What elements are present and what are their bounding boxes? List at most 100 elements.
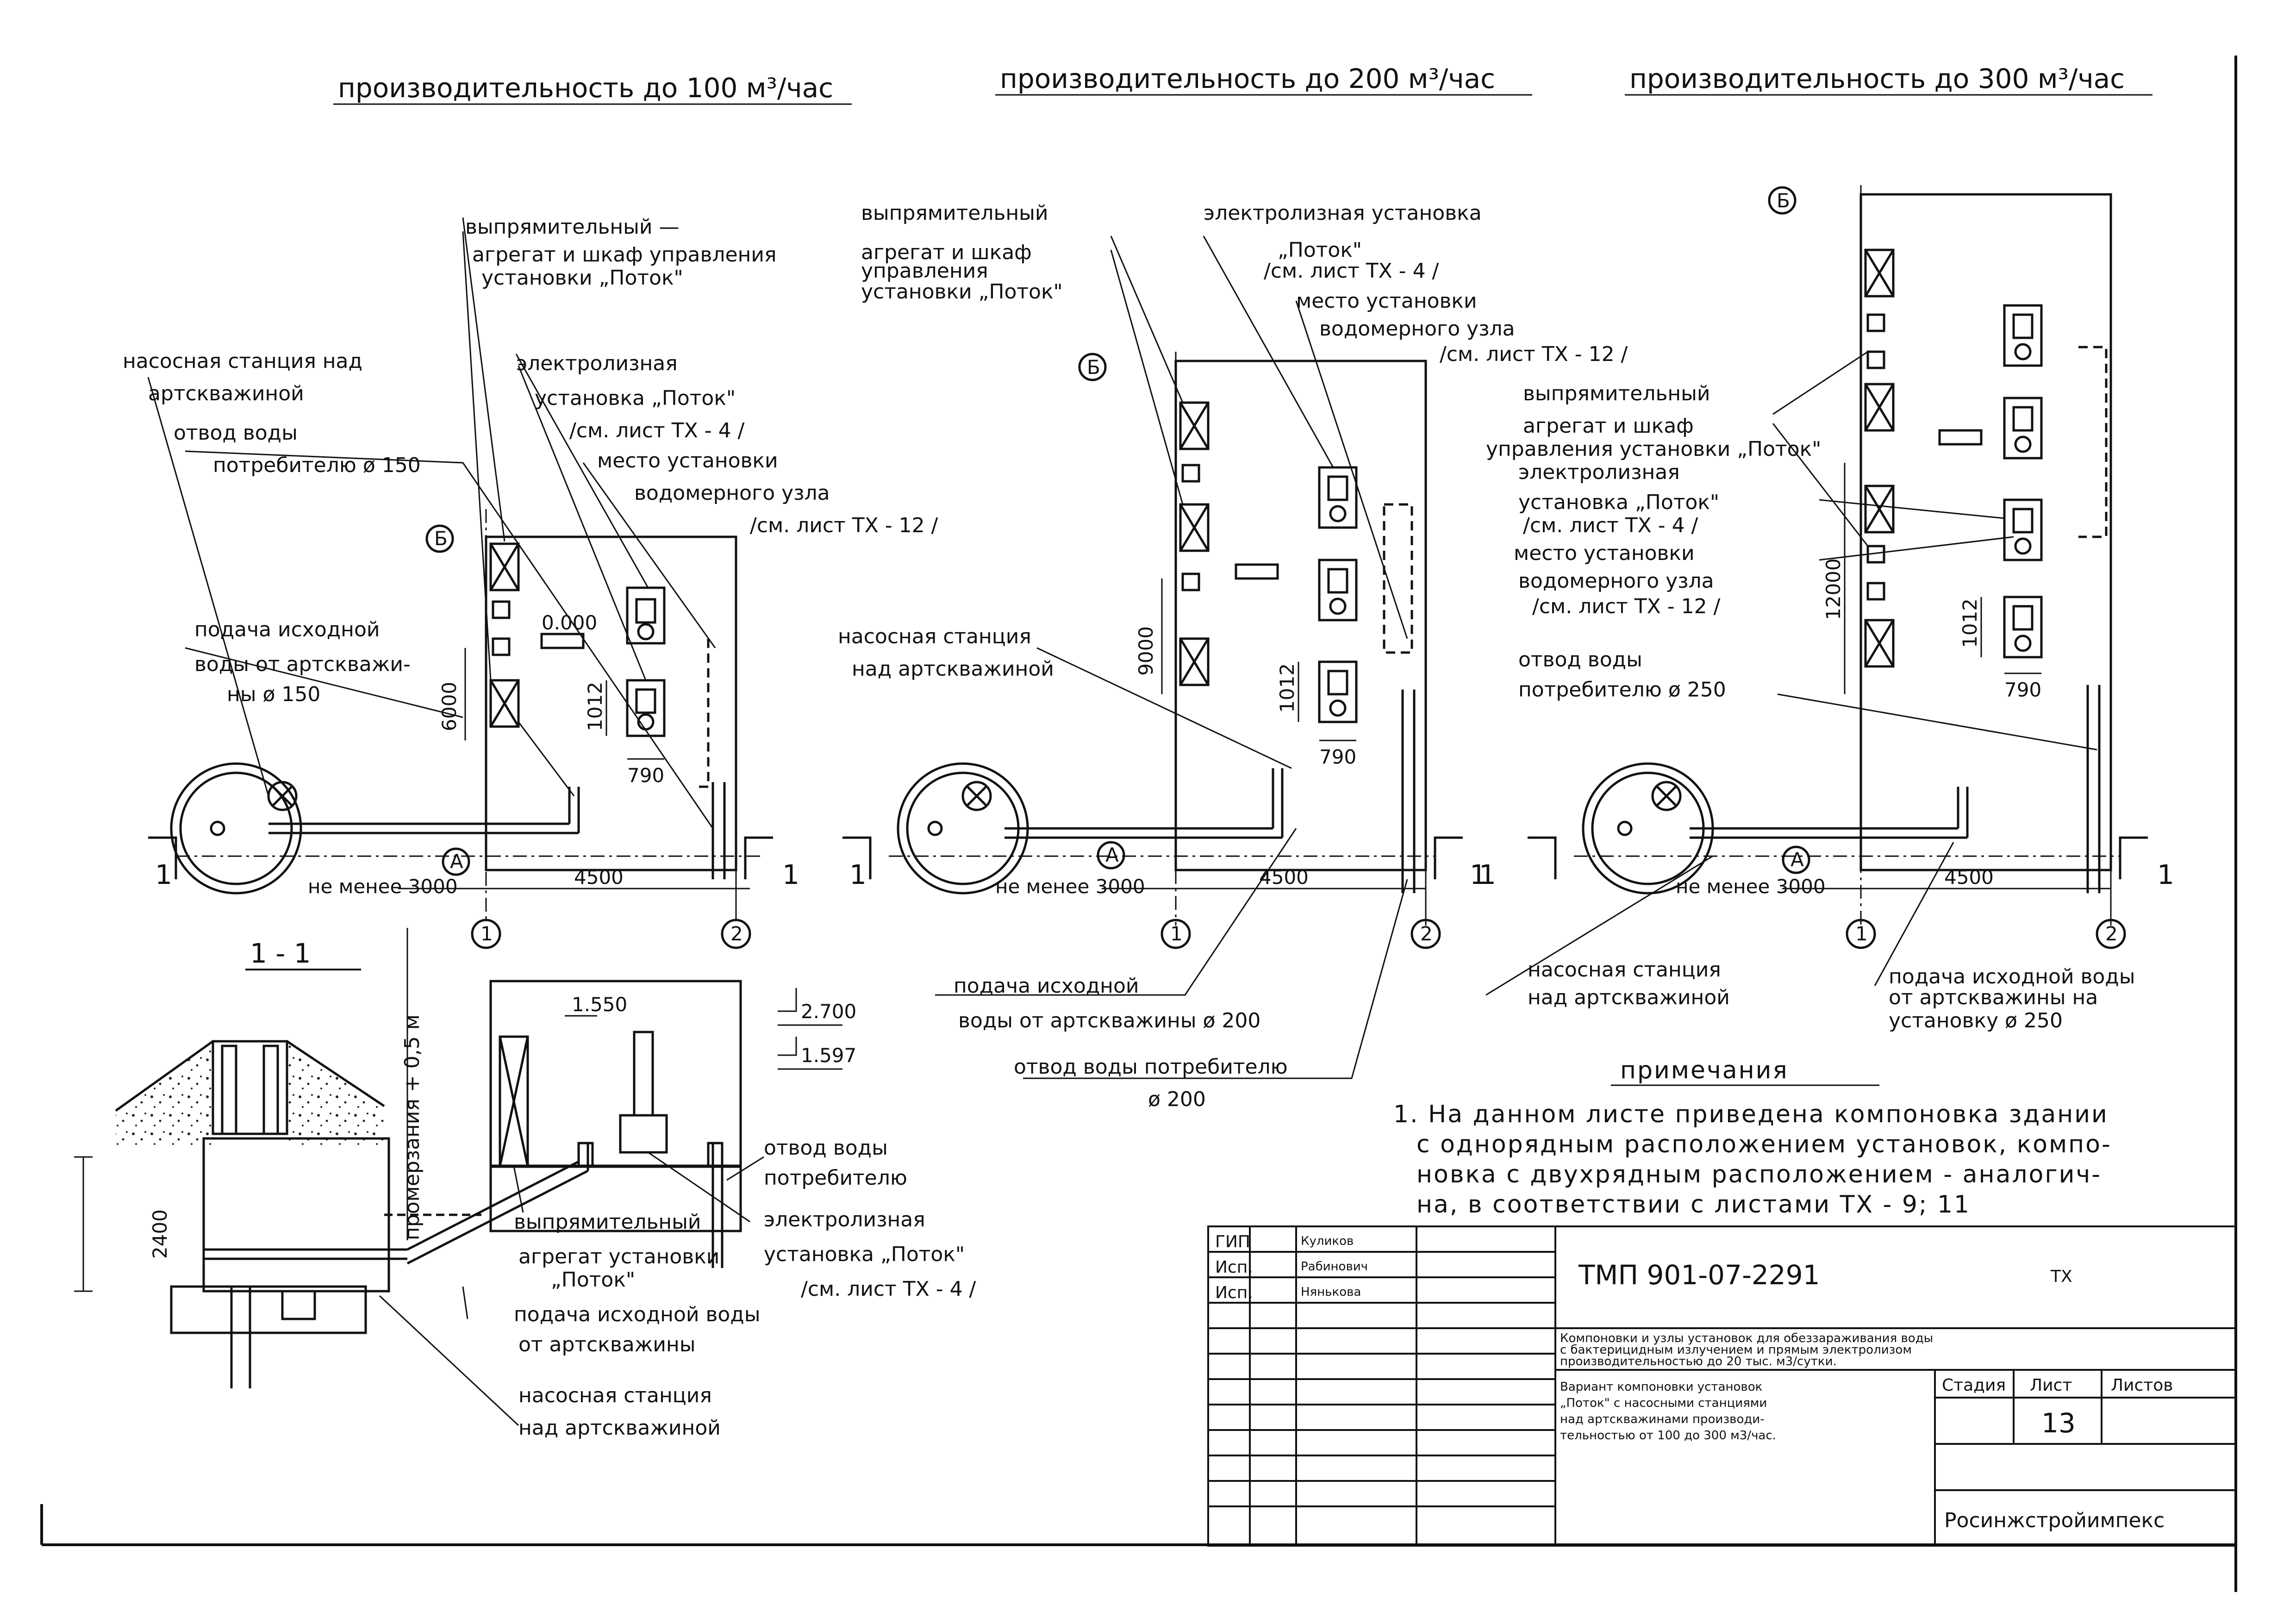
svg-text:12000: 12000 [1822,558,1845,620]
svg-text:насосная станция: насосная станция [838,625,1031,648]
svg-text:1: 1 [480,922,493,945]
label-rectifier: выпрямительный — [465,215,679,239]
svg-text:/см. лист ТХ - 4 /: /см. лист ТХ - 4 / [1264,259,1439,283]
sheet-number: 13 [2041,1407,2076,1439]
svg-text:9000: 9000 [1135,626,1157,676]
building-outline-100 [485,535,737,871]
notes: примечания 1. На данном листе приведена … [1393,1057,2112,1219]
svg-text:Исп.: Исп. [1215,1283,1253,1302]
svg-text:подача исходной: подача исходной [954,974,1139,998]
svg-text:установка „Поток": установка „Поток" [535,386,736,410]
plan-300 [1485,185,2148,996]
equipment-block [540,633,585,649]
svg-text:Б: Б [1777,189,1790,212]
svg-text:не менее 3000: не менее 3000 [995,875,1145,898]
svg-text:1012: 1012 [1276,663,1298,713]
svg-text:управления: управления [861,259,988,283]
svg-text:1. На данном листе приведена к: 1. На данном листе приведена компоновка … [1393,1101,2109,1128]
svg-text:ны ø 150: ны ø 150 [227,683,320,706]
svg-text:Исп.: Исп. [1215,1258,1253,1277]
svg-text:6000: 6000 [438,682,461,731]
svg-text:/см. лист ТХ - 12 /: /см. лист ТХ - 12 / [750,514,938,537]
svg-text:агрегат и шкаф управления: агрегат и шкаф управления [472,243,776,267]
svg-text:электролизная: электролизная [1518,460,1680,484]
svg-text:/см. лист ТХ - 12 /: /см. лист ТХ - 12 / [1532,595,1721,618]
svg-text:с бактерицидным излучением и п: с бактерицидным излучением и прямым элек… [1560,1343,1912,1357]
svg-text:2: 2 [730,922,743,945]
svg-text:над артскважиной: над артскважиной [1528,986,1730,1009]
svg-text:агрегат и шкаф: агрегат и шкаф [861,241,1032,264]
svg-text:от артскважины: от артскважины [518,1333,695,1356]
svg-text:Компоновки и узлы установок дл: Компоновки и узлы установок для обеззара… [1560,1331,1933,1345]
svg-text:Няньковa: Няньковa [1301,1285,1361,1299]
svg-text:установка „Поток": установка „Поток" [1518,491,1719,514]
svg-text:Рабинович: Рабинович [1301,1260,1368,1274]
notes-title: примечания [1620,1057,1789,1084]
svg-text:4500: 4500 [574,866,624,889]
svg-text:А: А [1791,848,1804,871]
svg-text:выпрямительный: выпрямительный [861,201,1048,225]
svg-text:насосная станция: насосная станция [518,1384,712,1407]
svg-text:насосная станция: насосная станция [1528,958,1721,982]
svg-text:Стадия: Стадия [1942,1376,2006,1395]
svg-text:А: А [450,850,463,873]
artesian-well-100 [170,762,302,895]
svg-text:производительностью до 20 тыс.: производительностью до 20 тыс. м3/сутки. [1560,1355,1837,1368]
svg-text:ТХ: ТХ [2050,1267,2072,1286]
electrolysis-unit [626,586,666,645]
svg-text:агрегат установки: агрегат установки [518,1245,719,1269]
svg-text:над артскважиной: над артскважиной [518,1416,721,1440]
svg-text:водомерного узла: водомерного узла [1518,569,1714,593]
svg-text:над артскважинами производи-: над артскважинами производи- [1560,1412,1765,1426]
label-pump-station: насосная станция над [123,349,362,373]
section-headers: производительность до 100 м³/час произво… [333,63,2152,105]
svg-text:1: 1 [849,859,867,890]
svg-text:водомерного узла: водомерного узла [1319,317,1515,341]
svg-text:1012: 1012 [584,682,606,731]
svg-text:не менее 3000: не менее 3000 [1676,875,1826,898]
svg-text:2400: 2400 [149,1209,171,1259]
svg-text:1: 1 [1479,859,1496,890]
header-300: производительность до 300 м³/час [1629,63,2125,94]
svg-text:ø 200: ø 200 [1148,1088,1206,1111]
svg-text:потребителю: потребителю [764,1166,907,1190]
svg-text:„Поток" с насосными станциями: „Поток" с насосными станциями [1560,1396,1767,1410]
svg-text:Б: Б [434,527,448,550]
svg-text:0.000: 0.000 [542,611,597,634]
svg-text:не менее 3000: не менее 3000 [308,875,458,898]
svg-text:электролизная установка: электролизная установка [1204,201,1482,225]
svg-text:1012: 1012 [1959,598,1981,648]
svg-text:790: 790 [627,764,664,787]
svg-text:воды от артскважины ø 200: воды от артскважины ø 200 [958,1009,1260,1032]
svg-text:место установки: место установки [1514,541,1695,565]
plan-200-labels: выпрямительный агрегат и шкаф управления… [838,201,1628,1111]
title-block-text: ГИП Исп. Исп. Куликов Рабинович Няньковa… [1215,1232,2173,1532]
svg-text:электролизная: электролизная [764,1208,925,1231]
title-block [1207,1225,2237,1547]
svg-text:Вариант компоновки установок: Вариант компоновки установок [1560,1380,1762,1394]
svg-text:воды от артскважи-: воды от артскважи- [194,653,411,676]
svg-text:отвод воды: отвод воды [1518,648,1642,672]
svg-text:А: А [1105,844,1119,866]
svg-text:с однорядным расположением уст: с однорядным расположением установок, ко… [1416,1131,2112,1158]
svg-text:1: 1 [782,859,799,890]
svg-text:управления установки „Поток": управления установки „Поток" [1486,437,1821,461]
svg-text:на, в соответствии с листами Т: на, в соответствии с листами ТХ - 9; 11 [1416,1191,1971,1219]
svg-text:1: 1 [155,859,172,890]
svg-text:водомерного узла: водомерного узла [634,481,830,505]
svg-text:/см. лист ТХ - 4 /: /см. лист ТХ - 4 / [1523,514,1698,537]
svg-text:отвод воды: отвод воды [764,1136,888,1160]
svg-text:1.550: 1.550 [572,993,627,1016]
label-meter: место установки [597,449,778,473]
plan-300-labels: выпрямительный агрегат и шкаф управления… [1479,189,2174,1032]
svg-text:выпрямительный: выпрямительный [1523,382,1710,405]
svg-text:Лист: Лист [2030,1376,2072,1395]
svg-text:установка „Поток": установка „Поток" [764,1243,965,1266]
section-1-1-labels: 1 - 1 промерзания + 0,5 м 2400 1.550 2.7… [149,938,976,1440]
svg-text:установки „Поток": установки „Поток" [861,280,1063,304]
section-title: 1 - 1 [250,938,311,969]
svg-text:2: 2 [1420,922,1433,945]
drawing-code: ТМП 901-07-2291 [1578,1259,1820,1291]
svg-text:место установки: место установки [1296,289,1477,313]
